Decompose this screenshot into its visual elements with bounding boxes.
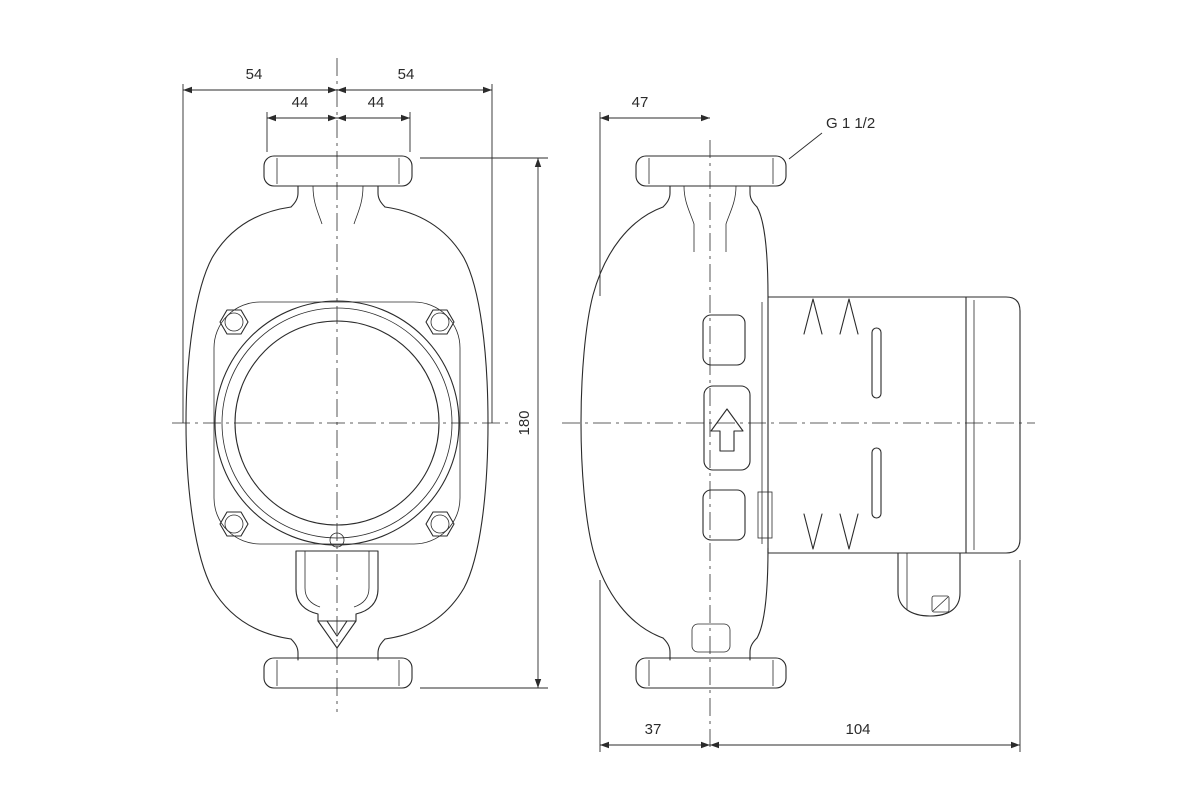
hex-bolt-top-left-circle [224, 312, 244, 332]
front-top-throat [312, 185, 364, 225]
ext-lines-inner [266, 112, 411, 152]
ext-lines-bottom [599, 560, 1021, 752]
dim-bottom-37-104: 37 104 [599, 560, 1021, 752]
vent-slot-bottom [871, 447, 882, 519]
dim-top-outer-54-54: 54 54 [182, 66, 493, 423]
side-body-outline [580, 206, 664, 639]
side-bottom-neck [662, 637, 758, 661]
control-box-outline [767, 296, 1021, 554]
arrowhead [183, 86, 192, 94]
hex-bolt-top-right [425, 309, 455, 335]
side-body-to-box [756, 206, 769, 639]
ext-lines-height [420, 157, 548, 689]
arrowhead [701, 114, 710, 122]
upper-latch-plate [702, 314, 746, 366]
cable-plug [897, 552, 961, 617]
stator-housing-outer-circle [214, 300, 460, 546]
hex-bolt-bottom-right [425, 511, 455, 537]
dim-side-47: 47 [599, 94, 710, 296]
dim-label-outer-left: 54 [246, 66, 263, 83]
stator-face-circle [234, 320, 440, 526]
arrowhead [267, 114, 276, 122]
control-box [757, 296, 1021, 554]
dim-label-inner-left: 44 [292, 94, 309, 111]
clamp-spikes [803, 298, 859, 550]
front-top-neck [290, 185, 386, 208]
arrowhead [483, 86, 492, 94]
ext-lines-outer [182, 84, 493, 423]
dim-label-offset-right: 104 [845, 721, 870, 738]
dim-label-outer-right: 54 [398, 66, 415, 83]
front-bottom-flange-ticks [276, 660, 400, 686]
dim-label-thread: G 1 1/2 [826, 115, 875, 132]
dim-thread-callout: G 1 1/2 [788, 115, 875, 160]
arrowhead [701, 741, 710, 749]
dim-label-inner-right: 44 [368, 94, 385, 111]
dimension-annotations: 54 54 44 44 47 G 1 1/2 [182, 66, 1021, 752]
side-top-neck [662, 185, 758, 208]
dim-label-offset-left: 37 [645, 721, 662, 738]
arrowhead [337, 114, 346, 122]
front-top-flange-ticks [276, 158, 400, 184]
hex-bolt-bottom-right-circle [430, 514, 450, 534]
volute-cup-inner [304, 551, 370, 608]
side-top-throat [683, 185, 737, 252]
flow-arrow-up-icon [710, 408, 744, 452]
thread-leader-line [788, 132, 823, 160]
lower-latch-plate [702, 489, 746, 541]
dim-label-height: 180 [516, 410, 533, 435]
arrowhead [600, 114, 609, 122]
impeller-tip [317, 620, 357, 649]
volute-detail [295, 550, 379, 649]
side-view [562, 140, 1035, 750]
side-bottom-union-nut [635, 657, 787, 689]
side-bottom-neck-plate [691, 623, 731, 653]
arrowhead [600, 741, 609, 749]
arrowhead [401, 114, 410, 122]
arrowhead [710, 741, 719, 749]
vent-slot-top [871, 327, 882, 399]
side-top-union-nut [635, 155, 787, 187]
front-body-outline-left [185, 206, 292, 640]
plug-flap-outline [897, 552, 961, 617]
front-body-outline-right [384, 206, 489, 640]
stator-housing-ring [221, 307, 453, 539]
corner-bolts [219, 309, 455, 537]
arrowhead [534, 158, 542, 167]
dim-top-inner-44-44: 44 44 [266, 94, 411, 152]
front-bottom-neck [290, 638, 386, 661]
arrowhead [328, 114, 337, 122]
arrowhead [1011, 741, 1020, 749]
flow-direction-plate [702, 314, 751, 541]
hex-bolt-top-right-circle [430, 312, 450, 332]
hex-bolt-bottom-left-circle [224, 514, 244, 534]
terminal-clip [757, 491, 773, 539]
front-top-union-nut [263, 155, 413, 187]
hex-bolt-bottom-left [219, 511, 249, 537]
plug-notch [931, 595, 950, 613]
arrowhead [534, 679, 542, 688]
arrowhead [328, 86, 337, 94]
side-bottom-flange-ticks [648, 660, 774, 686]
volute-cup [295, 550, 379, 622]
dim-height-180: 180 [420, 157, 548, 689]
front-view [172, 58, 508, 712]
front-bottom-union-nut [263, 657, 413, 689]
drain-plug-circle [329, 532, 345, 548]
arrowhead [337, 86, 346, 94]
side-top-flange-ticks [648, 158, 774, 184]
hex-bolt-top-left [219, 309, 249, 335]
dim-label-side-width: 47 [632, 94, 649, 111]
arrow-plate [703, 385, 751, 471]
plug-notch-diagonal [932, 596, 949, 612]
stator-plate-outline [213, 301, 461, 545]
